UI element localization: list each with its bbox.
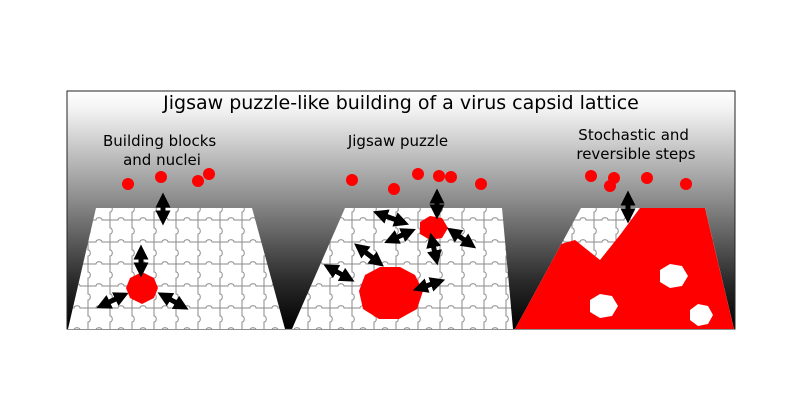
double-arrow	[446, 227, 477, 249]
panel-stochastic-steps: Stochastic and reversible steps	[515, 126, 734, 329]
nucleus-red	[126, 272, 158, 304]
free-block	[585, 170, 597, 182]
lattice-hole	[590, 294, 618, 318]
free-block	[122, 178, 134, 190]
panel-label: Building blocks and nuclei	[103, 132, 221, 169]
double-arrow	[372, 209, 410, 227]
free-block	[203, 168, 215, 180]
double-arrow	[426, 232, 442, 266]
free-block	[388, 183, 400, 195]
free-block	[475, 178, 487, 190]
free-block	[155, 171, 167, 183]
panel-label: Jigsaw puzzle	[347, 132, 448, 150]
free-block	[433, 170, 445, 182]
puzzle-board	[68, 208, 285, 329]
double-arrow	[412, 277, 446, 293]
double-arrow	[323, 264, 355, 282]
free-block	[641, 172, 653, 184]
free-block	[346, 174, 358, 186]
panel-jigsaw-puzzle: Jigsaw puzzle	[292, 132, 513, 329]
double-arrow	[384, 228, 416, 244]
free-block	[412, 168, 424, 180]
panel-building-blocks: Building blocks and nuclei	[68, 132, 285, 329]
free-block	[680, 178, 692, 190]
cluster-red	[359, 267, 423, 319]
panel-label: Stochastic and reversible steps	[576, 126, 695, 163]
free-block	[445, 171, 457, 183]
free-block	[604, 180, 616, 192]
double-arrow	[354, 243, 384, 267]
lattice-hole	[660, 264, 688, 288]
free-block	[192, 175, 204, 187]
double-arrow	[96, 292, 129, 309]
figure-title: Jigsaw puzzle-like building of a virus c…	[162, 92, 639, 114]
double-arrow	[157, 292, 189, 310]
lattice-hole	[690, 304, 713, 326]
lattice-red	[515, 208, 734, 329]
